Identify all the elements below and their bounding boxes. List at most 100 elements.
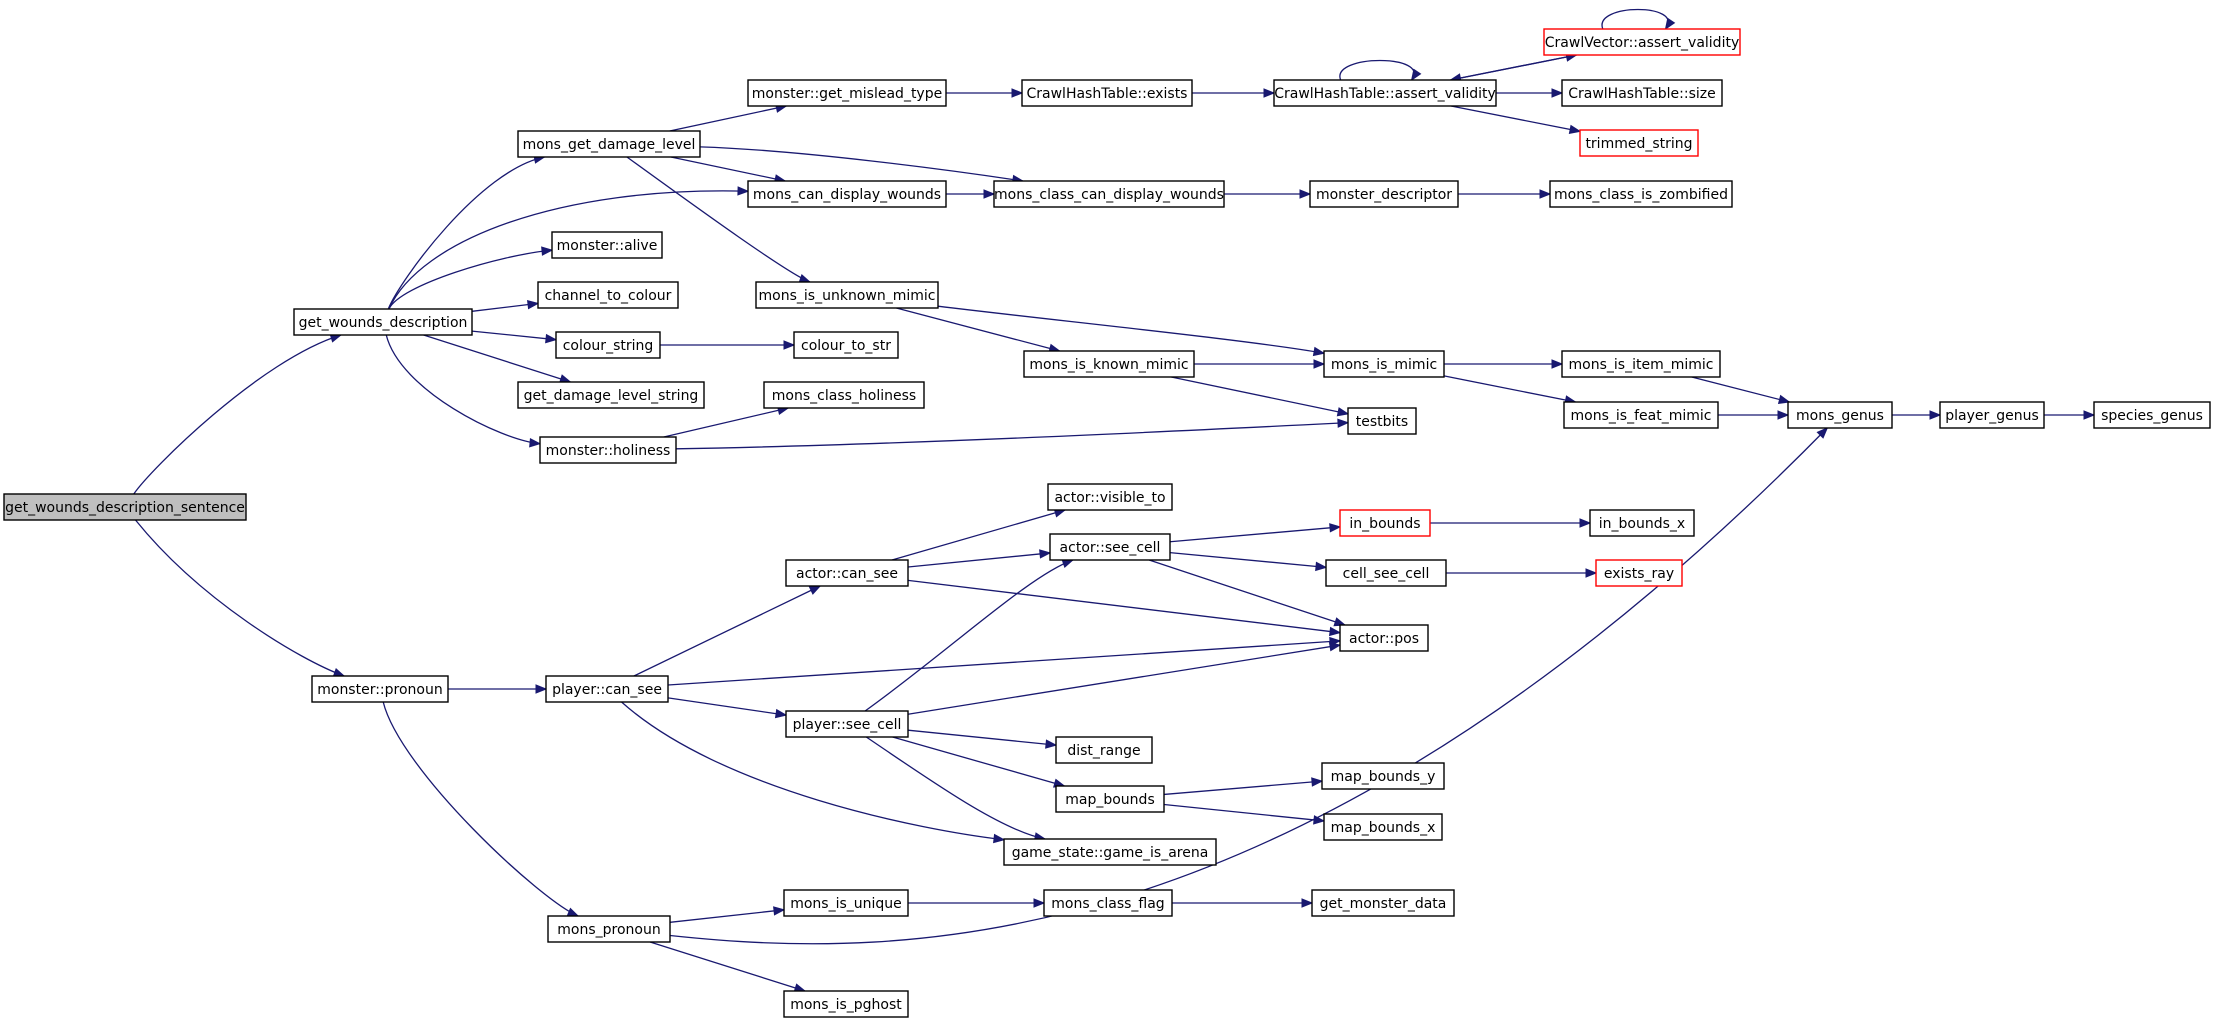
node-box[interactable] xyxy=(2093,401,2211,429)
node-chtav[interactable]: CrawlHashTable::assert_validity xyxy=(1273,79,1497,107)
node-cs[interactable]: colour_string xyxy=(555,331,661,359)
node-box[interactable] xyxy=(755,281,939,309)
node-box[interactable] xyxy=(551,231,663,259)
node-box[interactable] xyxy=(1579,129,1699,157)
node-mb[interactable]: map_bounds xyxy=(1055,785,1165,813)
node-csc[interactable]: cell_see_cell xyxy=(1325,559,1447,587)
node-psc[interactable]: player::see_cell xyxy=(785,710,909,738)
node-box[interactable] xyxy=(1339,509,1431,537)
node-box[interactable] xyxy=(1561,350,1721,378)
node-pcs[interactable]: player::can_see xyxy=(545,675,669,703)
node-mch[interactable]: mons_class_holiness xyxy=(763,381,925,409)
node-box[interactable] xyxy=(747,79,947,107)
node-box[interactable] xyxy=(783,990,909,1018)
node-box[interactable] xyxy=(1549,180,1733,208)
node-pg[interactable]: player_genus xyxy=(1939,401,2045,429)
node-mccdw[interactable]: mons_class_can_display_wounds xyxy=(993,180,1225,208)
node-miu[interactable]: mons_is_unique xyxy=(783,889,909,917)
node-box[interactable] xyxy=(1055,736,1153,764)
node-mifm[interactable]: mons_is_feat_mimic xyxy=(1563,401,1719,429)
node-box[interactable] xyxy=(1339,624,1429,652)
node-mpro[interactable]: monster::pronoun xyxy=(311,675,449,703)
node-box[interactable] xyxy=(993,180,1225,208)
node-box[interactable] xyxy=(555,331,661,359)
node-tb[interactable]: testbits xyxy=(1347,407,1417,435)
node-gsia[interactable]: game_state::game_is_arena xyxy=(1003,838,1217,866)
node-box[interactable] xyxy=(1043,889,1173,917)
node-box[interactable] xyxy=(539,436,677,464)
node-root[interactable]: get_wounds_description_sentence xyxy=(3,493,247,521)
node-cvav[interactable]: CrawlVector::assert_validity xyxy=(1543,28,1741,56)
node-box[interactable] xyxy=(1787,401,1893,429)
node-acs[interactable]: actor::can_see xyxy=(785,559,909,587)
node-mipg[interactable]: mons_is_pghost xyxy=(783,990,909,1018)
node-box[interactable] xyxy=(1939,401,2045,429)
node-sg[interactable]: species_genus xyxy=(2093,401,2211,429)
node-box[interactable] xyxy=(3,493,247,521)
node-box[interactable] xyxy=(1003,838,1217,866)
node-mbx[interactable]: map_bounds_x xyxy=(1323,813,1443,841)
node-box[interactable] xyxy=(1321,762,1445,790)
node-chts[interactable]: CrawlHashTable::size xyxy=(1561,79,1723,107)
node-box[interactable] xyxy=(293,308,473,336)
node-trs[interactable]: trimmed_string xyxy=(1579,129,1699,157)
node-ibx[interactable]: in_bounds_x xyxy=(1589,509,1695,537)
node-cts[interactable]: colour_to_str xyxy=(793,331,899,359)
node-box[interactable] xyxy=(763,381,925,409)
node-ib[interactable]: in_bounds xyxy=(1339,509,1431,537)
node-box[interactable] xyxy=(1049,533,1171,561)
node-mim[interactable]: mons_is_mimic xyxy=(1323,350,1445,378)
node-box[interactable] xyxy=(547,915,671,943)
node-er[interactable]: exists_ray xyxy=(1595,559,1683,587)
node-box[interactable] xyxy=(1589,509,1695,537)
node-asc[interactable]: actor::see_cell xyxy=(1049,533,1171,561)
node-box[interactable] xyxy=(1543,28,1741,56)
node-box[interactable] xyxy=(1273,79,1497,107)
node-apos[interactable]: actor::pos xyxy=(1339,624,1429,652)
node-box[interactable] xyxy=(517,381,705,409)
node-box[interactable] xyxy=(785,710,909,738)
node-mg[interactable]: mons_genus xyxy=(1787,401,1893,429)
node-mgmt[interactable]: monster::get_mislead_type xyxy=(747,79,947,107)
node-box[interactable] xyxy=(1309,180,1459,208)
node-miumim[interactable]: mons_is_unknown_mimic xyxy=(755,281,939,309)
node-box[interactable] xyxy=(1311,889,1455,917)
node-mcdw[interactable]: mons_can_display_wounds xyxy=(747,180,947,208)
node-gwd[interactable]: get_wounds_description xyxy=(293,308,473,336)
node-box[interactable] xyxy=(1047,483,1173,511)
node-mikm[interactable]: mons_is_known_mimic xyxy=(1023,350,1195,378)
node-box[interactable] xyxy=(537,281,679,309)
node-box[interactable] xyxy=(1323,350,1445,378)
node-box[interactable] xyxy=(793,331,899,359)
node-mpron[interactable]: mons_pronoun xyxy=(547,915,671,943)
node-box[interactable] xyxy=(1595,559,1683,587)
node-box[interactable] xyxy=(1347,407,1417,435)
node-box[interactable] xyxy=(747,180,947,208)
node-box[interactable] xyxy=(517,130,701,158)
node-mdesc[interactable]: monster_descriptor xyxy=(1309,180,1459,208)
node-mgdl[interactable]: mons_get_damage_level xyxy=(517,130,701,158)
node-mcf[interactable]: mons_class_flag xyxy=(1043,889,1173,917)
node-box[interactable] xyxy=(785,559,909,587)
node-box[interactable] xyxy=(1323,813,1443,841)
node-mhol[interactable]: monster::holiness xyxy=(539,436,677,464)
node-box[interactable] xyxy=(545,675,669,703)
node-malive[interactable]: monster::alive xyxy=(551,231,663,259)
node-avt[interactable]: actor::visible_to xyxy=(1047,483,1173,511)
node-gdls[interactable]: get_damage_level_string xyxy=(517,381,705,409)
node-chte[interactable]: CrawlHashTable::exists xyxy=(1021,79,1193,107)
node-miim[interactable]: mons_is_item_mimic xyxy=(1561,350,1721,378)
node-mciz[interactable]: mons_class_is_zombified xyxy=(1549,180,1733,208)
node-box[interactable] xyxy=(1563,401,1719,429)
node-mby[interactable]: map_bounds_y xyxy=(1321,762,1445,790)
node-box[interactable] xyxy=(1023,350,1195,378)
node-box[interactable] xyxy=(1021,79,1193,107)
node-box[interactable] xyxy=(783,889,909,917)
node-dr[interactable]: dist_range xyxy=(1055,736,1153,764)
node-box[interactable] xyxy=(1325,559,1447,587)
node-box[interactable] xyxy=(311,675,449,703)
node-box[interactable] xyxy=(1561,79,1723,107)
node-box[interactable] xyxy=(1055,785,1165,813)
node-ctc[interactable]: channel_to_colour xyxy=(537,281,679,309)
node-gmd[interactable]: get_monster_data xyxy=(1311,889,1455,917)
